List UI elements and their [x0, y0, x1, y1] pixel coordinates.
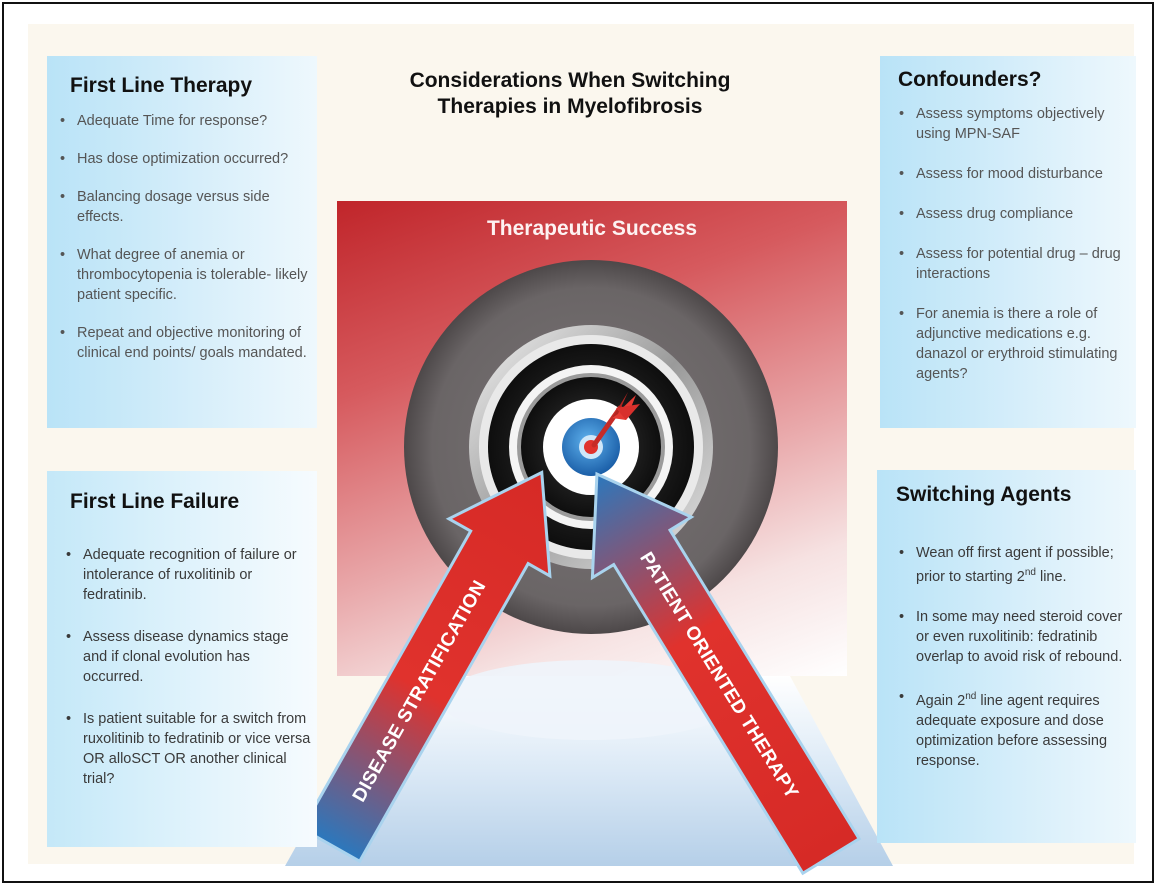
switching-agents-list: Wean off first agent if possible; prior …: [894, 543, 1132, 771]
list-item: Again 2nd line agent requires adequate e…: [894, 687, 1132, 771]
first-line-failure-heading: First Line Failure: [70, 490, 240, 513]
list-item: Assess for mood disturbance: [894, 164, 1130, 184]
list-item: In some may need steroid cover or even r…: [894, 607, 1132, 667]
therapeutic-success-heading: Therapeutic Success: [486, 217, 698, 240]
main-title-line-1: Considerations When Switching: [409, 69, 731, 92]
list-item: Has dose optimization occurred?: [55, 149, 313, 169]
switching-agents-heading: Switching Agents: [896, 483, 1072, 506]
main-title: Considerations When Switching Therapies …: [390, 68, 750, 120]
confounders-list: Assess symptoms objectively using MPN-SA…: [894, 104, 1130, 384]
confounders-heading: Confounders?: [898, 68, 1042, 91]
list-item: Adequate recognition of failure or intol…: [61, 545, 313, 605]
list-item: Is patient suitable for a switch from ru…: [61, 709, 313, 789]
list-item: Wean off first agent if possible; prior …: [894, 543, 1132, 587]
first-line-failure-panel: First Line Failure Adequate recognition …: [47, 471, 317, 847]
main-title-line-2: Therapies in Myelofibrosis: [437, 95, 703, 118]
list-item: Adequate Time for response?: [55, 111, 313, 131]
confounders-panel: Confounders? Assess symptoms objectively…: [880, 56, 1136, 428]
list-item: What degree of anemia or thrombocytopeni…: [55, 245, 313, 305]
list-item: Repeat and objective monitoring of clini…: [55, 323, 313, 363]
list-item: Assess drug compliance: [894, 204, 1130, 224]
first-line-therapy-list: Adequate Time for response? Has dose opt…: [55, 111, 313, 363]
list-item: Assess symptoms objectively using MPN-SA…: [894, 104, 1130, 144]
list-item: For anemia is there a role of adjunctive…: [894, 304, 1130, 384]
first-line-failure-list: Adequate recognition of failure or intol…: [61, 545, 313, 789]
switching-agents-panel: Switching Agents Wean off first agent if…: [877, 470, 1136, 843]
list-item: Assess for potential drug – drug interac…: [894, 244, 1130, 284]
first-line-therapy-heading: First Line Therapy: [70, 74, 253, 97]
list-item: Balancing dosage versus side effects.: [55, 187, 313, 227]
first-line-therapy-panel: First Line Therapy Adequate Time for res…: [47, 56, 317, 428]
list-item: Assess disease dynamics stage and if clo…: [61, 627, 313, 687]
